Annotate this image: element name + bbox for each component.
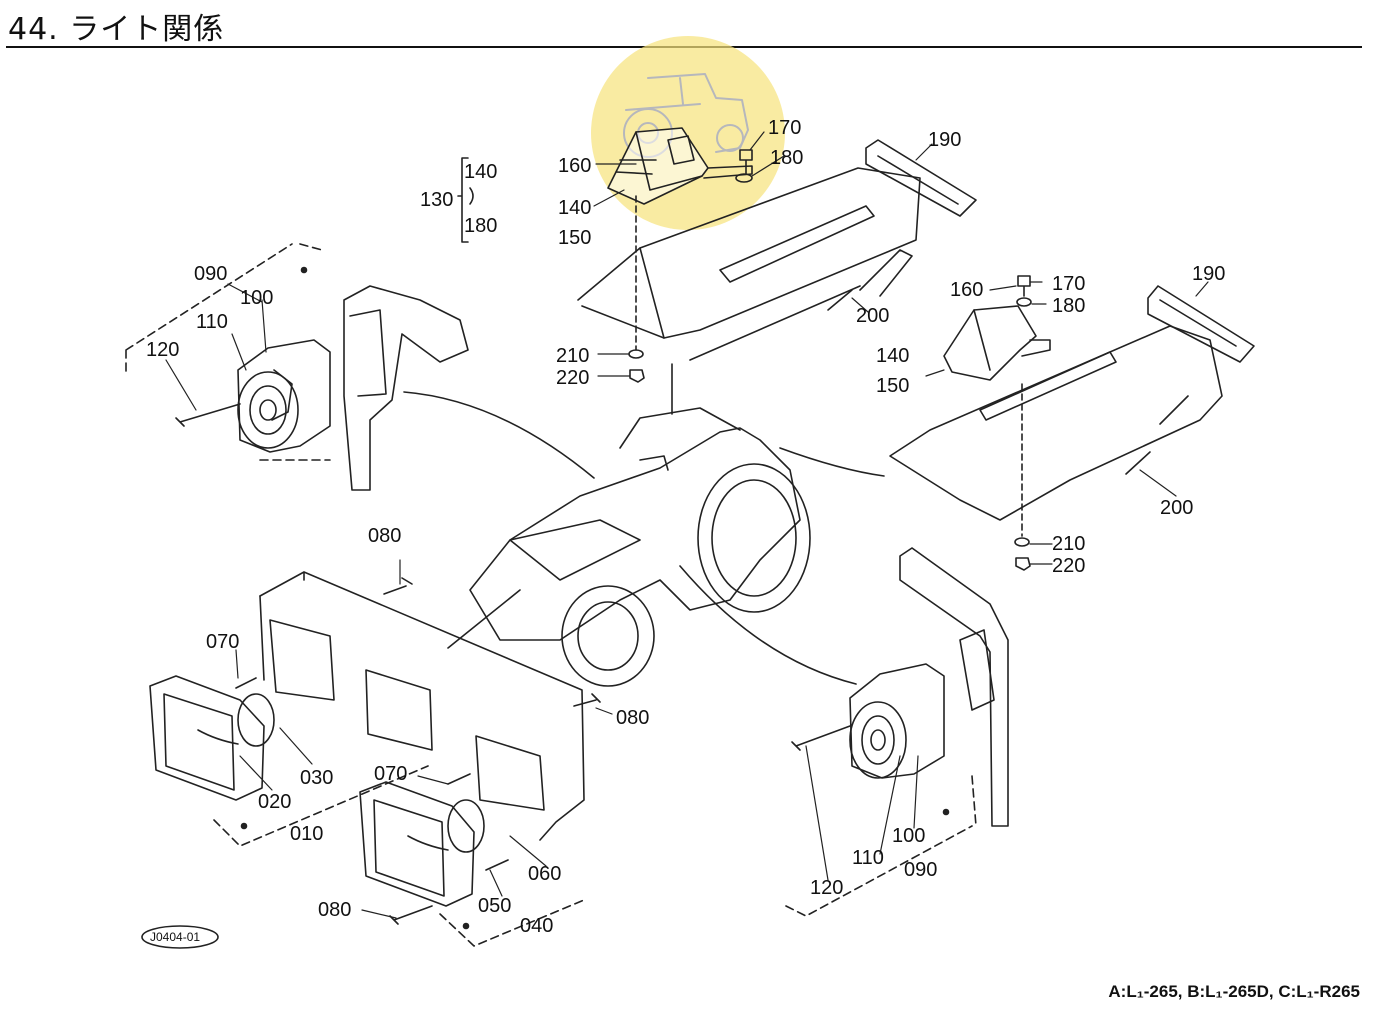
callout-090: 090 xyxy=(194,263,227,285)
headlamp-left[interactable] xyxy=(149,675,275,801)
callout-080: 080 xyxy=(368,525,401,547)
nut-220-top[interactable] xyxy=(629,369,645,383)
callout-180: 180 xyxy=(1052,295,1085,317)
bracket-left-dashed xyxy=(125,243,331,461)
spring-070-left[interactable] xyxy=(235,677,257,689)
spring-070-right[interactable] xyxy=(447,773,471,785)
spring-050[interactable] xyxy=(485,859,509,871)
callout-020: 020 xyxy=(258,791,291,813)
callout-120: 120 xyxy=(146,339,179,361)
bolt-120-right[interactable] xyxy=(791,725,851,751)
rops-post-left[interactable] xyxy=(343,285,469,491)
callout-030: 030 xyxy=(300,767,333,789)
callout-110: 110 xyxy=(852,847,884,869)
callout-090: 090 xyxy=(904,859,937,881)
drawing-code-stamp xyxy=(141,925,219,949)
callout-140: 140 xyxy=(464,161,497,183)
highlight-circle[interactable] xyxy=(591,36,785,230)
dashed-bracket-010 xyxy=(213,765,429,847)
callout-050: 050 xyxy=(478,895,511,917)
callout-100: 100 xyxy=(240,287,273,309)
bolt-080-low[interactable] xyxy=(389,905,433,925)
work-lamp-right[interactable] xyxy=(849,663,945,779)
bracket-right-dashed xyxy=(785,775,977,917)
callout-140: 140 xyxy=(558,197,591,219)
callout-070: 070 xyxy=(374,763,407,785)
callout-170: 170 xyxy=(1052,273,1085,295)
reflector-190-right[interactable] xyxy=(1147,285,1255,363)
callout-040: 040 xyxy=(520,915,553,937)
screw-200-right[interactable] xyxy=(1125,451,1151,475)
rear-lamp-right[interactable] xyxy=(943,305,1051,381)
callout-210: 210 xyxy=(556,345,589,367)
callout-220: 220 xyxy=(1052,555,1085,577)
callout-220: 220 xyxy=(556,367,589,389)
screw-200-top[interactable] xyxy=(827,289,853,311)
work-lamp-left[interactable] xyxy=(237,339,331,453)
drawing-code: J0404-01 xyxy=(150,930,200,944)
callout-190: 190 xyxy=(928,129,961,151)
callout-160: 160 xyxy=(558,155,591,177)
callout-010: 010 xyxy=(290,823,323,845)
dashed-bracket-040 xyxy=(439,899,585,947)
leader-lines xyxy=(165,131,1209,919)
callout-080: 080 xyxy=(318,899,351,921)
lamp-bolt-170-top[interactable] xyxy=(739,149,753,175)
callout-180: 180 xyxy=(770,147,803,169)
callout-210: 210 xyxy=(1052,533,1085,555)
arrow-to-left-lamp xyxy=(403,391,595,479)
callout-170: 170 xyxy=(768,117,801,139)
callout-070: 070 xyxy=(206,631,239,653)
bolt-170-right[interactable] xyxy=(1017,275,1031,297)
callout-140: 140 xyxy=(876,345,909,367)
washer-180-top[interactable] xyxy=(735,173,753,183)
page-title: 44. ライト関係 xyxy=(8,12,225,47)
washer-180-right[interactable] xyxy=(1016,297,1032,307)
callout-120: 120 xyxy=(810,877,843,899)
callout-180: 180 xyxy=(464,215,497,237)
callout-080: 080 xyxy=(616,707,649,729)
callout-labels: 160 170 180 140 150 130 140 180 190 200 … xyxy=(146,117,1225,944)
callout-160: 160 xyxy=(950,279,983,301)
callout-130: 130 xyxy=(420,189,453,211)
callout-200: 200 xyxy=(856,305,889,327)
arrow-to-right-fender xyxy=(779,447,885,477)
rear-lamp-top[interactable] xyxy=(607,127,753,205)
fender-top[interactable] xyxy=(577,167,921,361)
group-bracket-130 xyxy=(457,157,474,243)
washer-210-right[interactable] xyxy=(1014,537,1030,547)
bolt-080-top[interactable] xyxy=(383,577,413,595)
nut-220-right[interactable] xyxy=(1015,557,1031,571)
fender-right[interactable] xyxy=(889,325,1223,521)
arrow-to-right-lamp xyxy=(679,565,857,685)
rops-post-right[interactable] xyxy=(899,547,1009,827)
callout-100: 100 xyxy=(892,825,925,847)
callout-150: 150 xyxy=(558,227,591,249)
headlamp-right[interactable] xyxy=(359,781,485,907)
bolt-080-mid[interactable] xyxy=(573,693,601,707)
tractor-body[interactable] xyxy=(469,407,811,687)
callout-200: 200 xyxy=(1160,497,1193,519)
callout-110: 110 xyxy=(196,311,228,333)
callout-060: 060 xyxy=(528,863,561,885)
reflector-190-top[interactable] xyxy=(865,139,977,217)
bolt-120-left[interactable] xyxy=(175,403,241,427)
callout-150: 150 xyxy=(876,375,909,397)
front-panel[interactable] xyxy=(259,571,585,841)
model-legend: A:L₁-265, B:L₁-265D, C:L₁-R265 xyxy=(1108,982,1360,1001)
washer-210-top[interactable] xyxy=(628,349,644,359)
callout-190: 190 xyxy=(1192,263,1225,285)
